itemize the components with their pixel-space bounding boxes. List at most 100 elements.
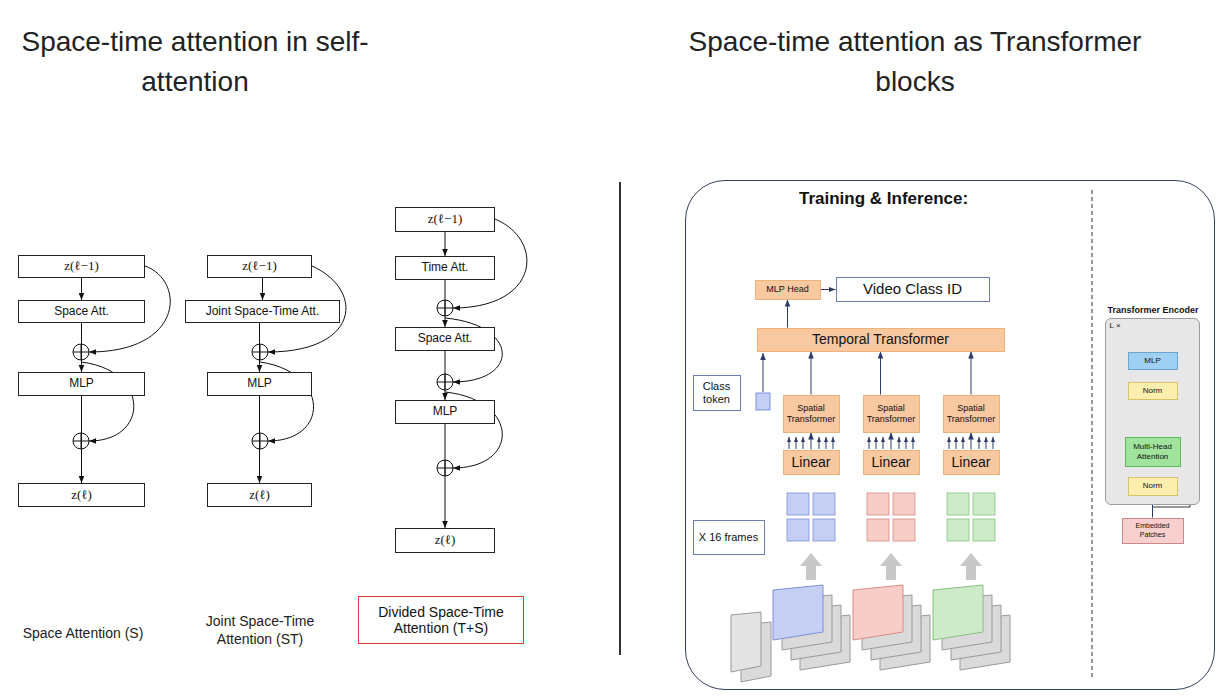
attention-box: Joint Space-Time Att. [185,300,340,323]
small-arrow [906,437,907,449]
mlp-box: MLP [395,400,495,424]
box-label: Multi-Head Attention [1129,442,1177,460]
linear-box: Linear [783,450,840,475]
patch [813,493,835,515]
state-box: z(ℓ−1) [207,255,312,278]
box-label: Space Att. [418,332,473,346]
box-label: Linear [952,454,991,470]
flow-arrow [445,351,446,400]
box-label: Linear [872,454,911,470]
linear-box: Linear [943,450,1000,475]
model-panel: Training & Inference: MLP Head Video Class… [685,180,1215,690]
small-arrow [956,437,957,449]
variant-caption: Joint Space-Time Attention (ST) [195,612,325,648]
patch [947,493,969,515]
attention-box: Space Att. [18,300,145,323]
frame-group [731,437,850,682]
small-arrow [963,437,964,449]
box-label: MLP [433,405,458,419]
box-label: Training & Inference: [799,189,968,209]
flow-arrow [81,278,82,300]
patch [867,519,889,541]
box-label: z(ℓ) [435,533,456,548]
patch [973,493,995,515]
small-arrow [789,437,790,449]
small-arrow [913,437,914,449]
spatial-transformer-box: Spatial Transformer [863,395,920,433]
video-frame [853,585,903,640]
small-arrow [796,437,797,449]
patch [947,519,969,541]
box-label: z(ℓ−1) [64,259,99,274]
grey-arrow [960,553,982,580]
temporal-transformer-bar: Temporal Transformer [757,328,1005,352]
flow-arrow [787,300,788,328]
box-label: X 16 frames [699,531,758,544]
box-label: Spatial Transformer [867,403,916,424]
spatial-transformer-box: Spatial Transformer [943,395,1000,433]
flow-arrow [880,352,881,395]
attention-box: Time Att. [395,256,495,280]
flow-arrow [262,278,263,300]
small-arrow [949,437,950,449]
class-token-box: Class token [693,375,741,411]
flow-arrow [811,352,812,395]
flow-arrow [971,433,972,450]
small-arrow [869,437,870,449]
small-arrow [979,437,980,449]
box-label: MLP [1144,356,1160,365]
state-box: z(ℓ) [207,483,312,507]
box-label: Time Att. [422,261,469,275]
grey-arrow [800,553,822,580]
section-divider [619,182,621,655]
flow-arrow [81,396,82,483]
flow-arrow [811,433,812,450]
patch [787,519,809,541]
box-label: Temporal Transformer [812,331,949,347]
box-label: Norm [1143,481,1163,490]
video-frame [773,585,823,640]
small-arrow [876,437,877,449]
patch [813,519,835,541]
spatial-transformer-box: Spatial Transformer [783,395,840,433]
box-label: MLP [247,377,272,391]
state-box: z(ℓ−1) [395,207,495,232]
dashed-divider [1092,190,1093,680]
box-label: Spatial Transformer [787,403,836,424]
box-label: Norm [1143,386,1163,395]
box-label: Class token [697,380,737,405]
small-arrow [993,437,994,449]
box-label: Linear [792,454,831,470]
patch-grid [947,493,995,541]
state-box: z(ℓ) [395,528,495,553]
box-sublabel: L × [1110,321,1203,330]
patch-grid [867,493,915,541]
patch [867,493,889,515]
box-label: Divided Space-Time Attention (T+S) [362,604,520,636]
mlp-box: MLP [18,372,145,396]
embedding-box: Embedded Patches [1122,518,1184,544]
frame-group [853,437,930,670]
attention-box: Space Att. [395,327,495,351]
patch [893,493,915,515]
patch [973,519,995,541]
mlp-head-box: MLP Head [755,280,821,300]
flow-arrow [821,289,836,290]
small-arrow [803,437,804,449]
norm-box: Norm [1128,477,1178,496]
state-box: z(ℓ) [18,483,145,507]
patch [787,493,809,515]
state-box: z(ℓ−1) [18,255,145,278]
box-label: Embedded Patches [1126,522,1180,538]
mlp-box: MLP [1128,352,1178,370]
mlp-box: MLP [207,372,312,396]
video-frame [731,612,761,672]
encoder-panel: Transformer EncoderL ×MLPNormMulti-Head … [1105,318,1200,505]
box-label: z(ℓ) [249,488,270,503]
output-box: Video Class ID [836,277,990,302]
box-label: z(ℓ) [71,488,92,503]
box-label: Spatial Transformer [947,403,996,424]
